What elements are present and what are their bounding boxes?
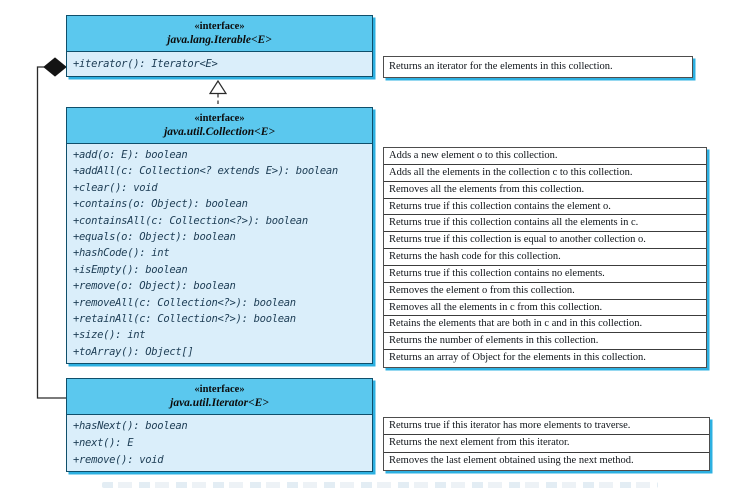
- note-row: Retains the elements that are both in c …: [384, 316, 706, 334]
- method-item: +remove(o: Object): boolean: [73, 280, 236, 293]
- method-item: +retainAll(c: Collection<?>): boolean: [73, 313, 296, 326]
- class-box-iterator: «interface» java.util.Iterator<E> +hasNe…: [66, 378, 373, 473]
- stereotype-label: «interface»: [194, 384, 245, 395]
- filled-diamond-icon: [43, 57, 67, 77]
- method-item: +add(o: E): boolean: [73, 149, 188, 161]
- method-item: +isEmpty(): boolean: [73, 263, 188, 276]
- method-list-iterable: +iterator(): Iterator<E>: [67, 52, 372, 76]
- method-item: +equals(o: Object): boolean: [73, 231, 236, 244]
- note-row: Removes the last element obtained using …: [389, 454, 634, 466]
- method-list-collection: +add(o: E): boolean +addAll(c: Collection…: [67, 144, 372, 363]
- note-row: Returns the hash code for this collectio…: [384, 249, 706, 266]
- class-header-iterator: «interface» java.util.Iterator<E>: [67, 379, 372, 415]
- stereotype-label: «interface»: [194, 21, 245, 32]
- note-box-iterator: Returns true if this iterator has more e…: [383, 417, 710, 471]
- class-header-collection: «interface» java.util.Collection<E>: [67, 108, 372, 144]
- method-item: +removeAll(c: Collection<?>): boolean: [73, 296, 296, 309]
- note-row: Returns true if this collection contains…: [384, 266, 706, 283]
- composition-line: [36, 66, 66, 399]
- note-row: Removes the element o from this collecti…: [384, 283, 706, 300]
- method-item: +next(): E: [73, 436, 134, 449]
- class-name: java.lang.Iterable<E>: [167, 34, 272, 46]
- hollow-triangle-icon: [208, 79, 228, 95]
- note-row: Returns an iterator for the elements in …: [389, 61, 613, 72]
- method-item: +containsAll(c: Collection<?>): boolean: [73, 214, 308, 227]
- method-item: +toArray(): Object[]: [73, 345, 194, 358]
- note-row: Returns the next element from this itera…: [384, 435, 709, 453]
- stereotype-label: «interface»: [194, 113, 245, 124]
- method-item: +size(): int: [73, 329, 146, 342]
- note-row: Returns true if this iterator has more e…: [384, 418, 709, 436]
- note-row: Removes all the elements from this colle…: [384, 182, 706, 199]
- note-box-iterable: Returns an iterator for the elements in …: [383, 56, 693, 78]
- method-item: +hashCode(): int: [73, 247, 170, 260]
- method-item: +iterator(): Iterator<E>: [73, 58, 218, 70]
- note-box-collection: Adds a new element o to this collection.…: [383, 147, 707, 368]
- note-row: Returns true if this collection is equal…: [384, 232, 706, 250]
- note-row: Returns true if this collection contains…: [384, 199, 706, 216]
- class-box-iterable: «interface» java.lang.Iterable<E> +itera…: [66, 15, 373, 77]
- cropped-caption-remnant: [102, 482, 658, 488]
- note-row: Returns an array of Object for the eleme…: [389, 352, 646, 364]
- note-row: Adds all the elements in the collection …: [384, 165, 706, 182]
- method-item: +addAll(c: Collection<? extends E>): boo…: [73, 165, 338, 178]
- realization-connector: [208, 79, 228, 107]
- note-row: Returns true if this collection contains…: [384, 215, 706, 233]
- class-name: java.util.Iterator<E>: [170, 397, 269, 409]
- note-row: Removes all the elements in c from this …: [384, 300, 706, 317]
- note-row: Adds a new element o to this collection.: [384, 148, 706, 165]
- class-box-collection: «interface» java.util.Collection<E> +add…: [66, 107, 373, 365]
- class-name: java.util.Collection<E>: [164, 126, 275, 138]
- method-item: +remove(): void: [73, 453, 164, 466]
- method-item: +contains(o: Object): boolean: [73, 198, 248, 211]
- note-row: Returns the number of elements in this c…: [384, 333, 706, 351]
- method-item: +clear(): void: [73, 181, 158, 194]
- method-list-iterator: +hasNext(): boolean +next(): E +remove(): …: [67, 415, 372, 471]
- method-item: +hasNext(): boolean: [73, 420, 188, 432]
- composition-connector: [36, 57, 67, 399]
- class-header-iterable: «interface» java.lang.Iterable<E>: [67, 16, 372, 52]
